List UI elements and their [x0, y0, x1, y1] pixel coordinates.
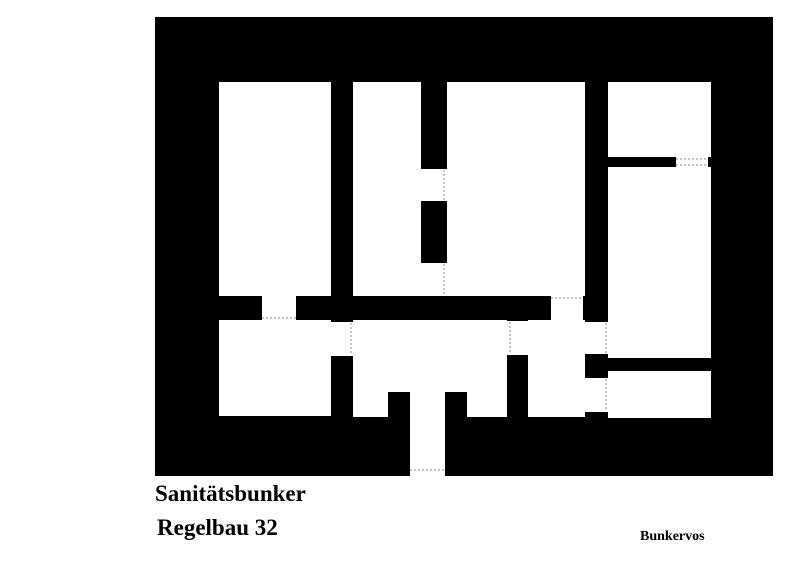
door-opening — [421, 169, 447, 201]
entrance-hall — [353, 320, 507, 392]
room-small-southeast — [608, 371, 711, 418]
room-southwest — [219, 320, 331, 416]
room-east-tall — [608, 167, 711, 358]
entrance-hall-east-wing — [467, 390, 507, 417]
door-opening — [262, 296, 296, 320]
door-opening — [507, 321, 528, 355]
room-narrow — [353, 82, 421, 296]
plan-title: Sanitätsbunker — [155, 481, 306, 506]
plan-subtitle: Regelbau 32 — [157, 515, 278, 540]
entrance-hall-west-wing — [353, 390, 388, 417]
door-opening — [676, 157, 708, 167]
door-opening — [331, 322, 353, 356]
room-small-northeast — [608, 82, 711, 157]
room-large-center — [447, 82, 585, 296]
corridor-room — [528, 320, 585, 417]
credit-label: Bunkervos — [640, 529, 705, 544]
door-thresholds — [262, 158, 708, 471]
entrance-passage — [410, 390, 445, 476]
door-opening — [551, 296, 583, 320]
door-opening — [585, 322, 608, 354]
door-opening — [585, 378, 608, 412]
room-large-west — [219, 82, 331, 296]
door-opening — [421, 263, 447, 296]
